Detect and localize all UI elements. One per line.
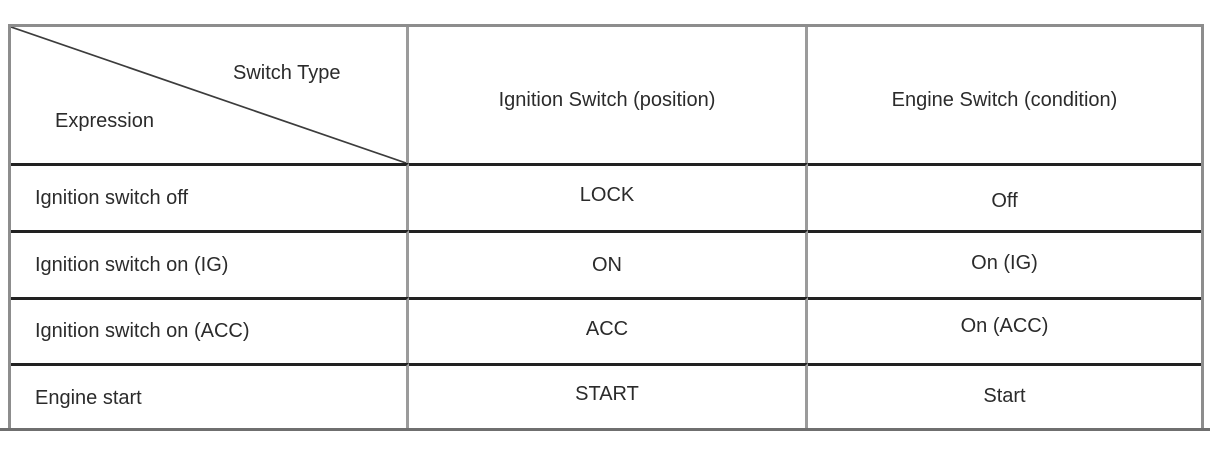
row-4-expression-label: Engine start [35, 387, 142, 409]
row-4-ignition-position-cell: START [409, 363, 808, 431]
row-4-engine-condition-cell: Start [808, 363, 1201, 431]
col-header-ignition-switch-position-label: Ignition Switch (position) [498, 89, 716, 111]
col-header-ignition-switch-position: Ignition Switch (position) [409, 27, 808, 163]
row-1-engine-condition-value: Off [991, 189, 1018, 212]
row-2-expression-cell: Ignition switch on (IG) [11, 230, 409, 297]
row-1-ignition-position-cell: LOCK [409, 163, 808, 230]
row-2-ignition-position-cell: ON [409, 230, 808, 297]
row-1-expression-cell: Ignition switch off [11, 163, 409, 230]
corner-switch-type-label: Switch Type [233, 62, 341, 84]
corner-expression-label: Expression [55, 110, 154, 132]
row-4-ignition-position-value: START [575, 383, 639, 405]
row-3-engine-condition-value: On (ACC) [960, 315, 1049, 337]
col-header-engine-switch-condition-label: Engine Switch (condition) [891, 89, 1118, 111]
row-3-engine-condition-cell: On (ACC) [808, 297, 1201, 363]
row-3-expression-cell: Ignition switch on (ACC) [11, 297, 409, 363]
row-2-ignition-position-value: ON [592, 253, 622, 276]
row-4-expression-cell: Engine start [11, 363, 409, 431]
col-header-engine-switch-condition: Engine Switch (condition) [808, 27, 1201, 163]
row-1-expression-label: Ignition switch off [35, 186, 189, 209]
row-2-expression-label: Ignition switch on (IG) [35, 253, 229, 276]
switch-expression-table: Switch Type Expression Ignition Switch (… [8, 24, 1204, 431]
row-4-engine-condition-value: Start [983, 385, 1026, 407]
row-3-ignition-position-cell: ACC [409, 297, 808, 363]
row-3-ignition-position-value: ACC [585, 318, 629, 340]
row-3-expression-label: Ignition switch on (ACC) [35, 320, 250, 342]
row-1-engine-condition-cell: Off [808, 163, 1201, 230]
table-bottom-rule [0, 428, 1210, 431]
corner-cell: Switch Type Expression [11, 27, 409, 163]
row-1-ignition-position-value: LOCK [579, 183, 635, 206]
diagonal-divider-line [11, 27, 406, 163]
row-2-engine-condition-cell: On (IG) [808, 230, 1201, 297]
row-2-engine-condition-value: On (IG) [971, 251, 1038, 274]
